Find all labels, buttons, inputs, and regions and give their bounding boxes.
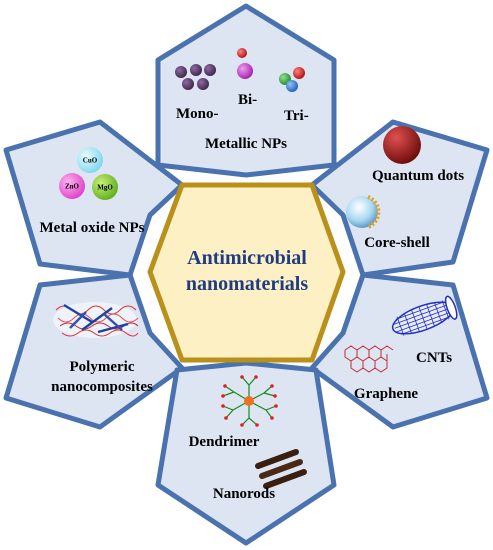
mono-metallic-cluster xyxy=(175,64,216,90)
tri-label: Tri- xyxy=(284,108,309,124)
dendrimer-molecule xyxy=(221,375,278,427)
petal-polymeric xyxy=(3,272,185,430)
nanorods-image xyxy=(255,449,307,489)
quantum-dot-sphere xyxy=(383,126,421,164)
petal-quantum-dots-shape xyxy=(309,119,490,278)
petal-dendrimer xyxy=(155,360,337,546)
metal-oxide-label: Metal oxide NPs xyxy=(40,220,145,236)
graphene-label: Graphene xyxy=(354,386,419,402)
polymeric-label-line2: nanocomposites xyxy=(51,379,153,395)
petal-dendrimer-shape xyxy=(155,360,337,546)
petal-metallic-shape xyxy=(155,3,337,178)
polymeric-label-line1: Polymeric xyxy=(70,359,135,375)
petal-metal-oxide-shape xyxy=(3,119,185,278)
core-shell-particle xyxy=(346,195,381,229)
quantum-dots-label: Quantum dots xyxy=(372,168,464,184)
zno-particle xyxy=(59,173,85,199)
bi-metallic-particle xyxy=(237,48,253,79)
petal-polymeric-shape xyxy=(3,272,185,430)
petal-carbon-shape xyxy=(309,272,490,430)
petal-carbon xyxy=(309,272,490,430)
nanorods-label: Nanorods xyxy=(213,486,275,502)
cnt-tube xyxy=(391,295,458,336)
mgo-particle xyxy=(92,174,118,200)
center-hexagon xyxy=(147,182,346,363)
cnts-label: CNTs xyxy=(416,350,452,366)
mono-label: Mono- xyxy=(176,106,219,122)
petal-quantum-dots xyxy=(309,119,490,278)
center-title-line2: nanomaterials xyxy=(186,273,308,295)
cuo-particle xyxy=(77,147,103,173)
petal-metallic xyxy=(155,3,337,178)
core-shell-label: Core-shell xyxy=(364,235,430,251)
tri-metallic-particle xyxy=(279,67,305,92)
zno-label: ZnO xyxy=(65,183,80,191)
oxide-particles xyxy=(59,147,118,200)
cuo-label: CuO xyxy=(83,157,98,165)
mgo-label: MgO xyxy=(97,184,113,192)
dendrimer-label: Dendrimer xyxy=(189,434,260,450)
polymer-composite-image xyxy=(53,302,139,338)
graphene-sheet xyxy=(344,345,394,373)
metallic-nps-label: Metallic NPs xyxy=(205,136,287,152)
petal-metal-oxide xyxy=(3,119,185,278)
bi-label: Bi- xyxy=(238,92,257,108)
center-title-line1: Antimicrobial xyxy=(187,247,307,269)
